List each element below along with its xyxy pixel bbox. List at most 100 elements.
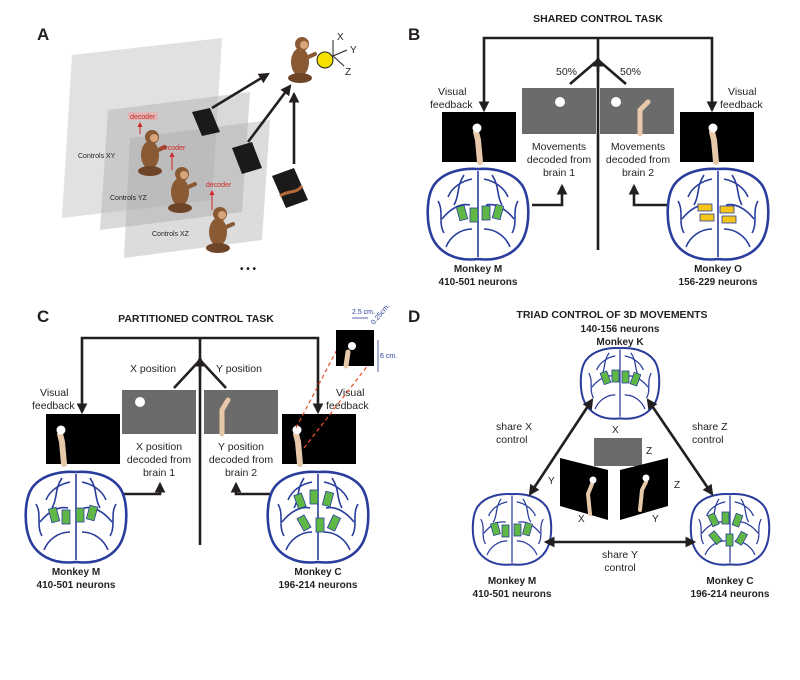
right-neurons-d: 196-214 neurons [691,589,770,600]
x-position-label-c: X position [130,363,176,375]
axis-z-line [332,55,345,67]
panel-a: A Controls XY Controls YZ Controls XZ de… [37,25,357,275]
feedback-arm-right-c [293,431,303,467]
axis-z-label: Z [345,67,351,78]
inset-ball-c [348,342,356,350]
brain2-to-decoder-c [230,481,276,496]
panel-label-c: C [37,307,49,326]
share-x-d-l1: share X [496,421,532,433]
zoom-line-2-c [303,359,373,449]
title-b: SHARED CONTROL TASK [533,13,663,25]
dec2-c-l2: decoded from [209,454,273,466]
electrodes-green-d-left [490,521,533,538]
brain-monkey-m-d [471,492,553,566]
monkey-m-name-c: Monkey M [52,567,100,578]
screen-left-ball-d [589,476,597,484]
inset-arm-c [343,349,351,369]
visual-feedback-right-b-l1: Visual [728,86,756,98]
top-neurons-d: 140-156 neurons [581,324,660,335]
visual-feedback-right-c-l1: Visual [336,387,364,399]
share-z-arrow-d [646,398,714,496]
decoded-screen-1-b [522,88,596,134]
screen-top-d [594,438,642,466]
decoder-box-xy [128,112,158,120]
decoder-label-yz: decoder [160,145,186,152]
axis-z-top-d: Z [646,446,652,457]
target-ball [316,51,334,69]
electrodes-yellow-b [697,203,737,224]
dec1-c-l3: brain 1 [143,467,175,479]
panel-label-b: B [408,25,420,44]
decoded-ball-2-b [611,97,621,107]
dec2-b-l1: Movements [611,141,665,153]
electrodes-green-d-top [599,369,642,387]
axis-x-label: X [337,32,344,43]
electrodes-green-c-left [47,504,99,525]
decoder-label-xz: decoder [206,182,232,189]
electrodes-green-b [455,203,505,223]
screen-xz-arm [279,184,304,198]
title-c: PARTITIONED CONTROL TASK [118,313,274,325]
decoder-label-xy: decoder [130,114,156,121]
screen-left-arm-d [585,482,594,516]
panel-label-a: A [37,25,49,44]
share-y-d-l1: share Y [602,549,638,561]
electrodes-green-c-right [293,489,342,533]
feedback-arm-left-c [57,431,67,467]
decoded-arm-2-b [637,99,651,137]
controls-xz-label: Controls XZ [152,231,190,238]
feedback-ball-right-c [292,425,302,435]
panel-label-d: D [408,307,420,326]
feedback-screen-left-c [46,414,120,464]
screen-yz [232,142,262,174]
panel-d: D TRIAD CONTROL OF 3D MOVEMENTS 140-156 … [408,307,771,600]
screen-right-ball-d [642,474,650,482]
decoded-screen-1-c [122,390,196,434]
decoded-screen-2-c [204,390,278,434]
axis-x-top-d: X [612,425,619,436]
monkey-c-name-c: Monkey C [294,567,341,578]
avatar-monkey [286,35,317,85]
continuation-dots: • • • [240,264,257,275]
monkey-m-neurons-c: 410-501 neurons [37,580,116,591]
left-name-d: Monkey M [488,576,536,587]
panel-c: C PARTITIONED CONTROL TASK X position Y … [24,303,397,591]
feedback-arm-right-b [709,129,719,165]
screen-xz [272,168,308,208]
visual-feedback-right-c-l2: feedback [326,400,369,412]
brain1-to-decoder-c [120,481,166,496]
feedback-ball-left-c [56,425,66,435]
feedback-arm-left-b [473,129,483,165]
dec1-b-l2: decoded from [527,154,591,166]
axis-y-right-d: Y [652,514,659,525]
dec1-c-l2: decoded from [127,454,191,466]
arrow-xy-to-avatar [211,72,270,110]
title-d: TRIAD CONTROL OF 3D MOVEMENTS [516,309,707,321]
decoded-ball-1-c [135,397,145,407]
share-y-d-l2: control [604,562,636,574]
pct-left-b: 50% [556,66,577,78]
dim-width-c: 2.5 cm. [352,309,375,316]
dec1-b-l1: Movements [532,141,586,153]
monkey-o-neurons-b: 156-229 neurons [679,277,758,288]
screen-right-arm-d [638,480,648,512]
visual-feedback-left-b-l1: Visual [438,86,466,98]
share-z-d-l2: control [692,434,724,446]
screen-left-d [560,458,608,520]
pct-right-b: 50% [620,66,641,78]
share-z-d-l1: share Z [692,421,728,433]
brain-monkey-o-b [666,167,770,261]
brain2-to-decoder-b [628,183,668,207]
axis-y-left-d: Y [548,476,555,487]
axis-x-left-d: X [578,514,585,525]
dec1-c-l1: X position [136,441,182,453]
monkey-o-name-b: Monkey O [694,264,742,275]
arrow-yz-to-avatar [246,84,292,143]
share-x-arrow-d [528,398,594,496]
screen-xy [192,108,220,136]
axis-y-line [332,49,348,57]
brain-monkey-c-d [689,492,771,566]
dec1-b-l3: brain 1 [543,167,575,179]
monkey-m-name-b: Monkey M [454,264,502,275]
